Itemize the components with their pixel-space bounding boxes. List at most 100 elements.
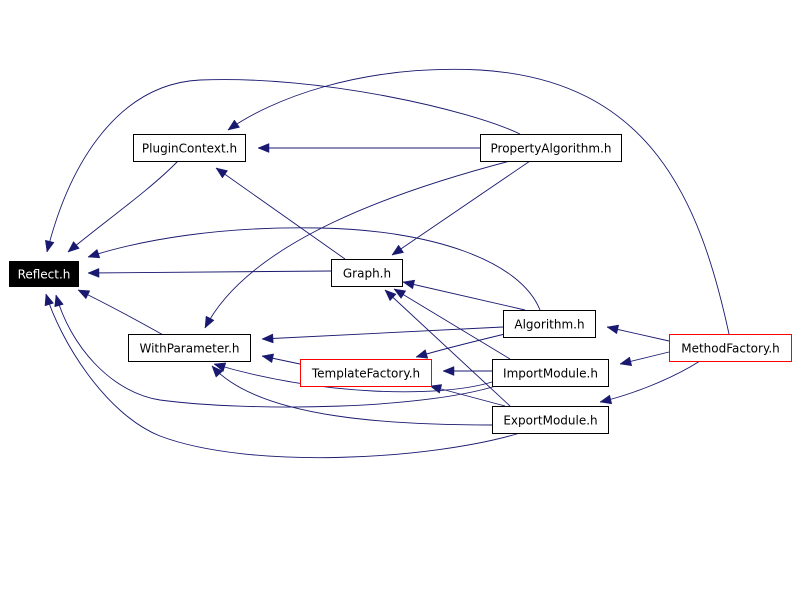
edge-methodfactory-to-importmodule-arrowhead [619, 356, 633, 367]
edge-algorithm-to-reflect-arrowhead [87, 248, 101, 259]
edge-templatefactory-to-withparameter [261, 353, 301, 365]
edge-algorithm-to-templatefactory [415, 333, 506, 359]
node-propertyalgorithm[interactable]: PropertyAlgorithm.h [480, 134, 622, 162]
edge-propertyalgorithm-to-withparameter-arrowhead [204, 315, 215, 329]
node-reflect[interactable]: Reflect.h [9, 261, 79, 287]
edge-graph-to-plugincontext-line [215, 167, 346, 260]
edge-exportmodule-to-reflect-arrowhead [44, 293, 54, 307]
edge-exportmodule-to-reflect [44, 293, 521, 459]
edge-plugincontext-to-reflect-line [67, 160, 179, 253]
node-withparameter-label: WithParameter.h [140, 342, 240, 356]
edge-withparameter-to-reflect-arrowhead [77, 289, 91, 300]
node-withparameter[interactable]: WithParameter.h [128, 334, 251, 362]
edge-methodfactory-to-exportmodule-line [599, 360, 701, 403]
edge-importmodule-to-withparameter-line [213, 363, 493, 393]
edge-importmodule-to-graph-arrowhead [393, 288, 407, 299]
nodes-layer: Reflect.h PluginContext.h PropertyAlgorith… [9, 134, 792, 434]
node-propertyalgorithm-label: PropertyAlgorithm.h [491, 142, 612, 156]
node-methodfactory[interactable]: MethodFactory.h [669, 334, 792, 362]
node-templatefactory-label: TemplateFactory.h [311, 367, 420, 381]
edge-importmodule-to-graph [393, 288, 511, 360]
edge-graph-to-reflect-line [87, 270, 332, 274]
edge-methodfactory-to-algorithm [606, 324, 670, 342]
edge-exportmodule-to-templatefactory-arrowhead [429, 384, 443, 394]
node-templatefactory-box [300, 359, 432, 387]
edge-plugincontext-to-reflect-arrowhead [67, 241, 80, 253]
edge-methodfactory-to-plugincontext [227, 68, 730, 335]
node-propertyalgorithm-box [480, 134, 622, 162]
node-plugincontext[interactable]: PluginContext.h [133, 134, 246, 162]
node-exportmodule[interactable]: ExportModule.h [492, 406, 609, 434]
edges-layer [44, 68, 730, 459]
edge-algorithm-to-graph [402, 279, 526, 311]
node-importmodule[interactable]: ImportModule.h [492, 359, 609, 387]
node-templatefactory[interactable]: TemplateFactory.h [300, 359, 432, 387]
edge-graph-to-reflect [87, 268, 332, 278]
edge-importmodule-to-graph-line [393, 288, 511, 360]
edge-propertyalgorithm-to-withparameter [204, 160, 511, 329]
edge-importmodule-to-reflect-line [55, 294, 506, 408]
edge-methodfactory-to-algorithm-arrowhead [606, 324, 620, 335]
edge-exportmodule-to-withparameter-line [211, 365, 493, 426]
edge-exportmodule-to-graph-arrowhead [384, 289, 397, 302]
edge-importmodule-to-reflect-arrowhead [54, 294, 64, 308]
node-methodfactory-label: MethodFactory.h [681, 342, 780, 356]
edge-exportmodule-to-withparameter-arrowhead [211, 365, 224, 378]
edge-graph-to-reflect-arrowhead [87, 268, 100, 278]
edge-importmodule-to-withparameter [213, 362, 493, 393]
node-withparameter-box [128, 334, 251, 362]
edge-propertyalgorithm-to-graph-line [391, 160, 531, 256]
node-methodfactory-box [669, 334, 792, 362]
node-reflect-label: Reflect.h [18, 268, 71, 282]
edge-graph-to-plugincontext [215, 167, 346, 260]
edge-propertyalgorithm-to-withparameter-line [204, 160, 511, 329]
edge-propertyalgorithm-to-reflect [45, 79, 521, 253]
edge-algorithm-to-withparameter [261, 326, 504, 344]
edge-propertyalgorithm-to-reflect-line [46, 79, 521, 253]
node-algorithm-box [503, 310, 596, 338]
edge-withparameter-to-reflect-line [77, 289, 166, 337]
edge-importmodule-to-reflect [54, 294, 506, 408]
edge-methodfactory-to-importmodule [619, 351, 670, 367]
edge-algorithm-to-graph-line [402, 281, 526, 311]
edge-graph-to-plugincontext-arrowhead [215, 167, 229, 179]
edge-algorithm-to-reflect-line [87, 227, 541, 311]
edge-algorithm-to-reflect [87, 227, 541, 311]
edge-importmodule-to-templatefactory [442, 366, 492, 376]
edge-algorithm-to-templatefactory-arrowhead [415, 349, 429, 359]
node-importmodule-box [492, 359, 609, 387]
edge-withparameter-to-reflect [77, 289, 166, 337]
node-graph[interactable]: Graph.h [331, 259, 403, 287]
edge-methodfactory-to-exportmodule-arrowhead [599, 394, 613, 405]
edge-methodfactory-to-exportmodule [599, 360, 701, 405]
edge-algorithm-to-graph-arrowhead [402, 279, 416, 290]
node-importmodule-label: ImportModule.h [503, 367, 598, 381]
edge-exportmodule-to-templatefactory-line [429, 385, 506, 407]
node-plugincontext-box [133, 134, 246, 162]
node-algorithm[interactable]: Algorithm.h [503, 310, 596, 338]
node-plugincontext-label: PluginContext.h [142, 142, 237, 156]
edge-plugincontext-to-reflect [67, 160, 179, 253]
edge-algorithm-to-templatefactory-line [415, 333, 506, 358]
edge-exportmodule-to-templatefactory [429, 384, 506, 407]
node-algorithm-label: Algorithm.h [514, 318, 584, 332]
edge-exportmodule-to-withparameter [211, 365, 493, 426]
edge-propertyalgorithm-to-graph-arrowhead [391, 244, 405, 256]
edge-templatefactory-to-withparameter-arrowhead [261, 353, 275, 364]
node-exportmodule-label: ExportModule.h [503, 414, 597, 428]
edge-methodfactory-to-plugincontext-line [227, 68, 730, 335]
edge-propertyalgorithm-to-plugincontext [257, 143, 480, 153]
edge-methodfactory-to-plugincontext-arrowhead [227, 119, 240, 131]
node-reflect-box [9, 261, 79, 287]
edge-importmodule-to-withparameter-arrowhead [213, 362, 227, 372]
edge-propertyalgorithm-to-plugincontext-arrowhead [257, 143, 270, 153]
node-exportmodule-box [492, 406, 609, 434]
node-graph-box [331, 259, 403, 287]
node-graph-label: Graph.h [343, 267, 391, 281]
edge-propertyalgorithm-to-reflect-arrowhead [45, 239, 55, 253]
edge-importmodule-to-templatefactory-arrowhead [442, 366, 455, 376]
edge-exportmodule-to-reflect-line [45, 293, 521, 459]
edge-propertyalgorithm-to-graph [391, 160, 531, 256]
edge-algorithm-to-withparameter-arrowhead [261, 333, 274, 344]
